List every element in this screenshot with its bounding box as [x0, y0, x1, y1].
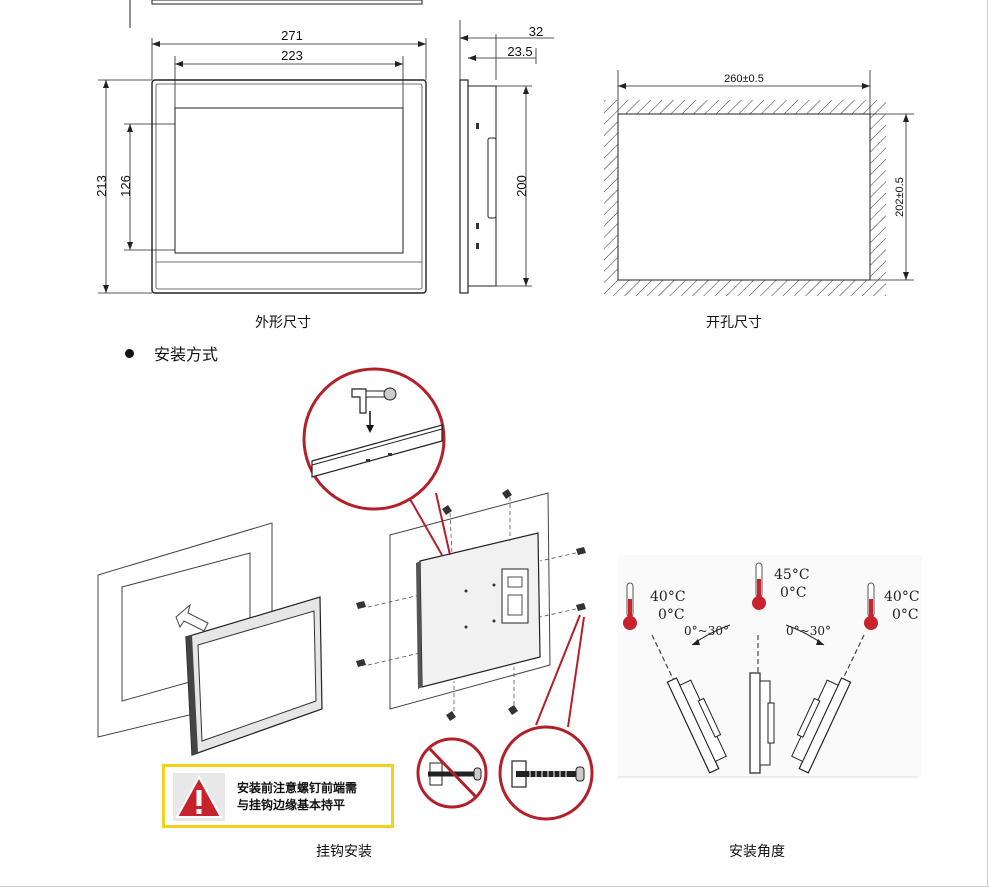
install-angle-illustration	[618, 555, 922, 778]
caption-hook-install: 挂钩安装	[316, 844, 372, 860]
warning-box: 安装前注意螺钉前端需 与挂钩边缘基本持平	[162, 764, 394, 828]
hook-install-illustration	[97, 367, 594, 821]
thermometer-left-icon	[623, 582, 637, 630]
section-title: 安装方式	[154, 345, 219, 364]
section-heading: 安装方式	[125, 341, 218, 365]
thermometer-right-icon	[864, 582, 878, 630]
page-edge-bottom	[0, 886, 989, 887]
side-view-drawing	[459, 20, 554, 294]
page-edge-right	[987, 0, 988, 886]
warning-text: 安装前注意螺钉前端需 与挂钩边缘基本持平	[237, 780, 357, 814]
caption-install-angle: 安装角度	[729, 844, 785, 860]
warning-icon	[173, 773, 225, 821]
caption-outline: 外形尺寸	[255, 315, 311, 331]
caption-cutout: 开孔尺寸	[706, 315, 762, 331]
cutout-drawing	[604, 70, 914, 296]
front-outline-drawing	[98, 0, 427, 294]
thermometer-center-icon	[752, 562, 766, 610]
bullet-icon	[125, 348, 134, 358]
warning-line-2: 与挂钩边缘基本持平	[237, 798, 346, 812]
warning-line-1: 安装前注意螺钉前端需	[237, 781, 358, 795]
